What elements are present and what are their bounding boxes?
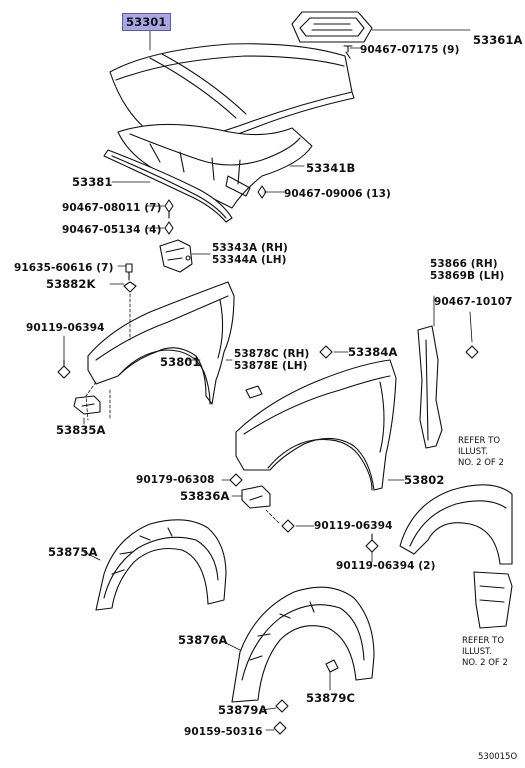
clip-53879c bbox=[325, 659, 339, 673]
fender-bracket-53343a bbox=[159, 239, 193, 273]
label-53343a: 53343A (RH) bbox=[212, 242, 288, 254]
label-53384a[interactable]: 53384A bbox=[348, 345, 398, 359]
label-53866-53869b[interactable]: 53866 (RH) 53869B (LH) bbox=[430, 258, 504, 282]
screw-90119-06394-mid bbox=[281, 519, 295, 533]
label-53878e: 53878E (LH) bbox=[234, 360, 308, 372]
label-90179-06308[interactable]: 90179-06308 bbox=[136, 474, 215, 486]
hood-seal bbox=[103, 149, 233, 223]
clip-53879a bbox=[275, 699, 289, 713]
label-53878c: 53878C (RH) bbox=[234, 348, 310, 360]
hood-inner-panel bbox=[117, 123, 313, 209]
figure-code: 530015O bbox=[478, 752, 518, 762]
refer-note-bottom-line-3: NO. 2 OF 2 bbox=[462, 658, 508, 668]
clip-90467-05134 bbox=[164, 221, 174, 235]
fender-flare bbox=[399, 484, 513, 565]
clip-53384a bbox=[319, 345, 333, 359]
bracket-53835a bbox=[73, 395, 101, 415]
fender-liner-53876a bbox=[231, 586, 375, 703]
label-53876a[interactable]: 53876A bbox=[178, 633, 228, 647]
clip-90467-10107 bbox=[465, 345, 479, 359]
fender-liner-53875a bbox=[95, 519, 227, 611]
label-53361a[interactable]: 53361A bbox=[473, 33, 523, 47]
label-90159-50316[interactable]: 90159-50316 bbox=[184, 726, 263, 738]
refer-note-top: REFER TO ILLUST. NO. 2 OF 2 bbox=[458, 436, 504, 469]
label-53802[interactable]: 53802 bbox=[404, 473, 445, 487]
label-53875a[interactable]: 53875A bbox=[48, 545, 98, 559]
nut-90179-06308 bbox=[229, 473, 243, 487]
screw-90119-06394-left bbox=[57, 359, 71, 379]
front-fender-53802 bbox=[235, 359, 397, 491]
front-fender-53801 bbox=[87, 281, 235, 405]
label-53343a-53344a[interactable]: 53343A (RH) 53344A (LH) bbox=[212, 242, 288, 266]
refer-note-top-line-1: REFER TO bbox=[458, 436, 501, 446]
label-90467-10107[interactable]: 90467-10107 bbox=[434, 296, 513, 308]
label-53879a[interactable]: 53879A bbox=[218, 703, 268, 717]
label-90467-08011[interactable]: 90467-08011 (7) bbox=[62, 202, 162, 214]
label-90467-07175[interactable]: 90467-07175 (9) bbox=[360, 44, 460, 56]
label-90119-06394-pair[interactable]: 90119-06394 (2) bbox=[336, 560, 436, 572]
label-90467-09006[interactable]: 90467-09006 (13) bbox=[284, 188, 391, 200]
label-90467-05134[interactable]: 90467-05134 (4) bbox=[62, 224, 162, 236]
fender-brace-53866 bbox=[417, 325, 443, 449]
label-53836a[interactable]: 53836A bbox=[180, 489, 230, 503]
bracket-53836a bbox=[241, 485, 271, 509]
label-53878c-53878e[interactable]: 53878C (RH) 53878E (LH) bbox=[234, 348, 309, 372]
label-91635-60616[interactable]: 91635-60616 (7) bbox=[14, 262, 114, 274]
label-53866: 53866 (RH) bbox=[430, 258, 498, 270]
hood-insulator bbox=[291, 11, 373, 43]
label-90119-06394-mid[interactable]: 90119-06394 bbox=[314, 520, 393, 532]
label-53301[interactable]: 53301 bbox=[122, 13, 171, 31]
mudguard bbox=[473, 571, 513, 629]
label-53341b[interactable]: 53341B bbox=[306, 161, 356, 175]
label-53869b: 53869B (LH) bbox=[430, 270, 505, 282]
bolt-91635-60616 bbox=[125, 263, 133, 281]
label-53344a: 53344A (LH) bbox=[212, 254, 287, 266]
leader-lines bbox=[63, 29, 473, 731]
clip-53878 bbox=[245, 385, 263, 399]
label-53835a[interactable]: 53835A bbox=[56, 423, 106, 437]
refer-note-bottom-line-2: ILLUST. bbox=[462, 647, 493, 657]
clip-90467-07175 bbox=[343, 45, 353, 59]
label-90119-06394-left[interactable]: 90119-06394 bbox=[26, 322, 105, 334]
refer-note-bottom-line-1: REFER TO bbox=[462, 636, 505, 646]
label-53801[interactable]: 53801 bbox=[160, 355, 201, 369]
clip-90467-08011 bbox=[164, 199, 174, 219]
screw-90159-50316 bbox=[273, 721, 287, 735]
refer-note-top-line-2: ILLUST. bbox=[458, 447, 489, 457]
refer-note-bottom: REFER TO ILLUST. NO. 2 OF 2 bbox=[462, 636, 508, 669]
refer-note-top-line-3: NO. 2 OF 2 bbox=[458, 458, 504, 468]
screw-90119-06394-pair bbox=[365, 533, 379, 553]
clip-53882k bbox=[123, 281, 137, 293]
label-53879c[interactable]: 53879C bbox=[306, 691, 356, 705]
label-53882k[interactable]: 53882K bbox=[46, 277, 96, 291]
label-53381[interactable]: 53381 bbox=[72, 175, 113, 189]
